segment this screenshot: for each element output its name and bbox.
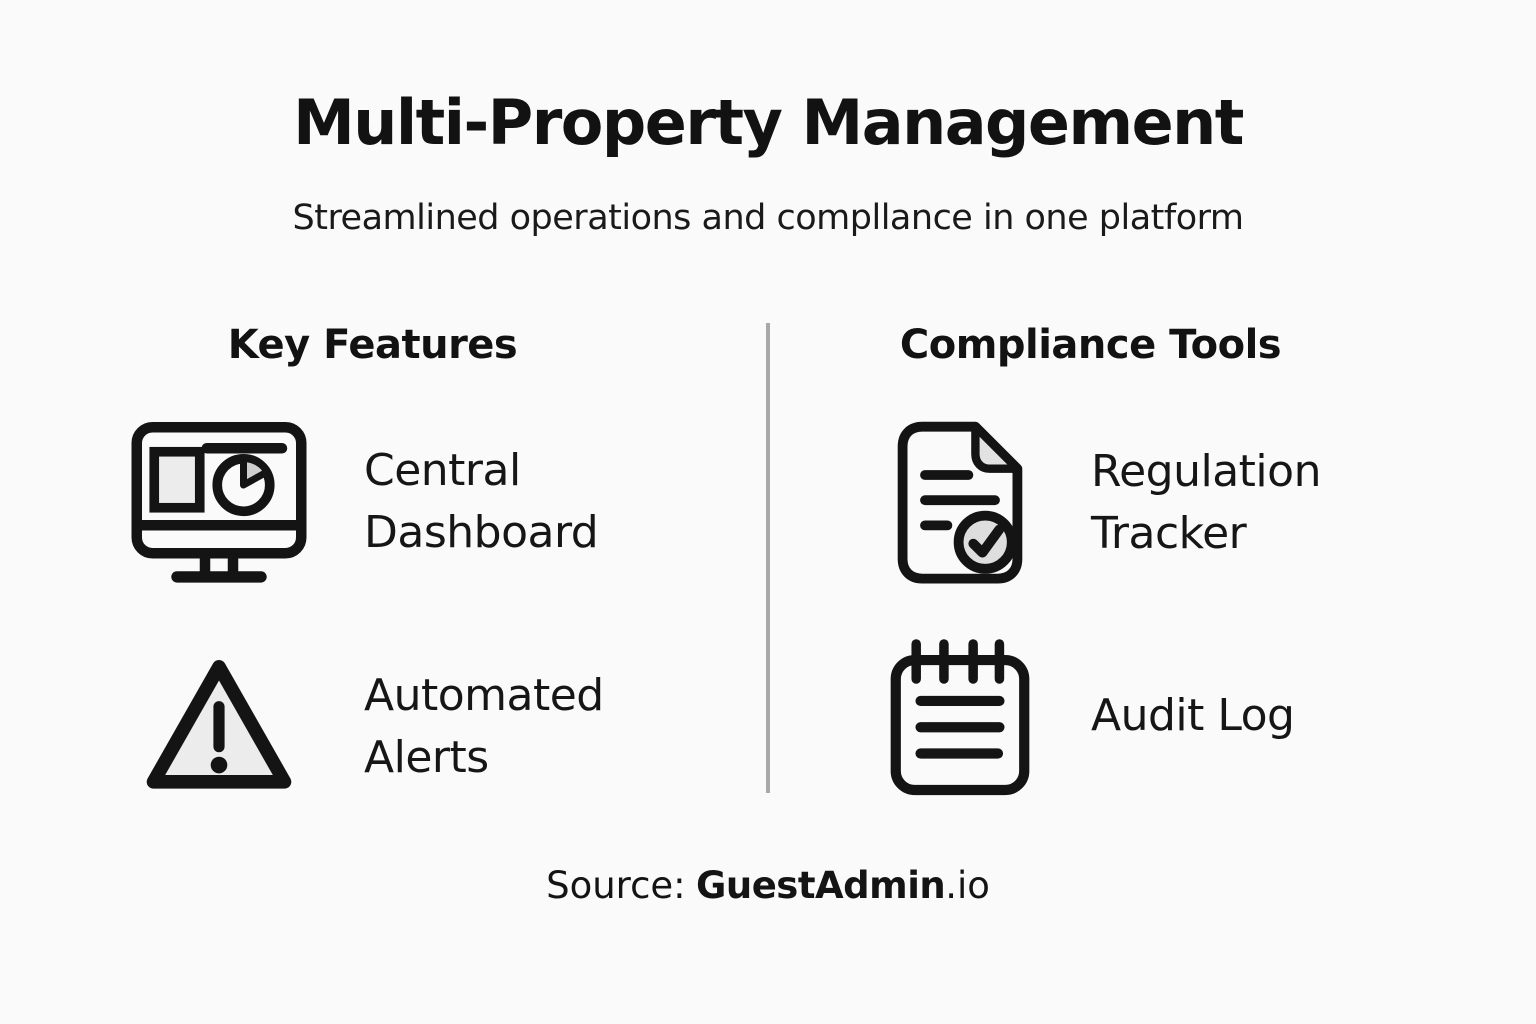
page-subtitle: Streamlined operations and compllance in… [292, 198, 1244, 238]
compliance-tools-header: Compliance Tools [899, 322, 1282, 368]
source-attribution: Source:GuestAdmin.io [0, 864, 1536, 907]
dashboard-monitor-icon [128, 415, 310, 590]
source-label: Source: [546, 864, 686, 907]
source-domain-suffix: .io [945, 864, 990, 907]
column-divider [766, 323, 770, 793]
feature-label-regulation-tracker: Regulation Tracker [1091, 445, 1321, 559]
feature-row-automated-alerts: Automated Alerts [128, 652, 664, 802]
notepad-spiral-icon [885, 635, 1035, 799]
alert-triangle-icon [128, 654, 310, 801]
source-brand: GuestAdmin [696, 864, 946, 907]
document-check-icon [885, 419, 1035, 587]
feature-label-audit-log: Audit Log [1091, 690, 1295, 742]
page-title: Multi-Property Management [293, 86, 1244, 159]
feature-row-regulation-tracker: Regulation Tracker [885, 419, 1391, 587]
key-features-header: Key Features [227, 322, 518, 368]
feature-label-central-dashboard: Central Dashboard [364, 444, 599, 558]
feature-row-central-dashboard: Central Dashboard [128, 415, 664, 589]
feature-row-audit-log: Audit Log [885, 635, 1391, 798]
feature-label-automated-alerts: Automated Alerts [364, 669, 604, 783]
